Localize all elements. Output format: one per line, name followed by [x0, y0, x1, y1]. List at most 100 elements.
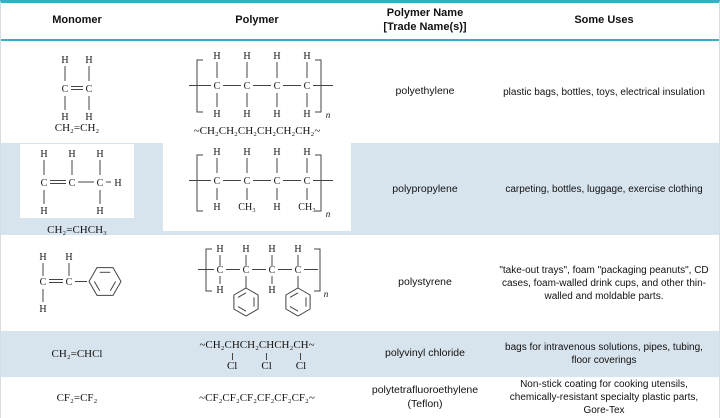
svg-text:C: C	[40, 277, 47, 288]
polymer-name: polystyrene	[398, 276, 452, 289]
svg-text:H: H	[273, 51, 280, 62]
svg-text:H: H	[96, 206, 103, 216]
repeat-subscript: n	[326, 209, 331, 219]
uses-text: plastic bags, bottles, toys, electrical …	[503, 86, 705, 98]
svg-text:H: H	[39, 304, 46, 315]
uses-text: bags for intravenous solutions, pipes, t…	[505, 342, 703, 366]
bond	[231, 353, 233, 360]
uses-text: Non-stick coating for cooking utensils, …	[509, 379, 699, 416]
svg-text:H: H	[273, 147, 280, 158]
monomer-formula: CF₂=CF₂	[56, 391, 98, 404]
col-header-polymer-name-line2: [Trade Name(s)]	[383, 21, 467, 33]
monomer-formula: CH₂=CH₂	[54, 121, 100, 134]
svg-text:C: C	[69, 178, 76, 189]
table-row-polytetrafluoroethylene: CF₂=CF₂ ~CF₂CF₂CF₂CF₂CF₂CF₂~ polytetrafl…	[1, 377, 719, 418]
svg-text:H: H	[216, 244, 223, 255]
monomer-formula: CH₂=CHCl	[51, 348, 103, 360]
svg-text:C: C	[66, 277, 73, 288]
polymer-name-line2: (Teflon)	[407, 397, 443, 410]
svg-text:H: H	[40, 206, 47, 216]
col-header-polymer-name: Polymer Name [Trade Name(s)]	[383, 7, 466, 35]
svg-text:H: H	[216, 285, 223, 296]
svg-text:H: H	[213, 147, 220, 158]
svg-text:H: H	[303, 147, 310, 158]
formula-segment: ~	[199, 339, 206, 352]
svg-text:H: H	[273, 202, 280, 213]
atom-label: H	[85, 112, 92, 121]
svg-text:H: H	[114, 178, 121, 189]
table-row-polypropylene: H H H C C C H H H CH₂=CHCH₃	[1, 143, 719, 236]
svg-text:C: C	[274, 81, 281, 92]
svg-text:H: H	[268, 244, 275, 255]
atom-label: H	[61, 55, 68, 66]
atom-label: Cl	[261, 360, 272, 372]
col-header-polymer-name-line1: Polymer Name	[386, 7, 464, 20]
formula-segment: ~	[308, 339, 315, 352]
svg-text:H: H	[268, 285, 275, 296]
svg-text:H: H	[68, 149, 75, 160]
monomer-formula: CH₂=CHCH₃	[47, 223, 107, 236]
svg-text:H: H	[303, 51, 310, 62]
ch-cl-unit: CH Cl	[293, 339, 308, 372]
svg-text:C: C	[243, 265, 250, 276]
polymer-formula: ~CF₂CF₂CF₂CF₂CF₂CF₂~	[199, 391, 315, 404]
svg-text:H: H	[213, 109, 220, 120]
svg-text:C: C	[97, 178, 104, 189]
table-header: Monomer Polymer Polymer Name [Trade Name…	[1, 3, 719, 41]
svg-text:H: H	[213, 51, 220, 62]
monomer-cell: H H C C H H CH₂=CH₂	[48, 51, 106, 134]
svg-text:H: H	[96, 149, 103, 160]
col-header-polymer: Polymer	[235, 14, 279, 27]
svg-text:C: C	[269, 265, 276, 276]
svg-text:C: C	[295, 265, 302, 276]
atom-label: Cl	[295, 360, 307, 372]
svg-text:C: C	[41, 178, 48, 189]
polymer-name: polytetrafluoroethylene (Teflon)	[372, 384, 478, 411]
propylene-structure: H H H C C C H H H	[40, 149, 121, 216]
styrene-structure: H H C C H	[39, 252, 122, 315]
polymer-name-line1: polytetrafluoroethylene	[371, 383, 479, 396]
polymer-cell: ~ CH₂ CH Cl CH₂ CH Cl CH₂ CH Cl	[199, 335, 314, 372]
svg-text:H: H	[40, 149, 47, 160]
structure-box: H H H C C C H H H	[20, 143, 134, 218]
atom-label: C	[86, 84, 93, 95]
atom-label: H	[85, 55, 92, 66]
svg-text:H: H	[242, 244, 249, 255]
formula-segment: CH	[224, 339, 240, 352]
svg-text:C: C	[244, 176, 251, 187]
svg-text:C: C	[217, 265, 224, 276]
repeat-subscript: n	[324, 289, 329, 299]
formula-segment: CH	[258, 339, 275, 352]
svg-text:C: C	[214, 176, 221, 187]
svg-text:C: C	[304, 176, 311, 187]
bond	[300, 353, 302, 360]
polymer-name: polyethylene	[395, 85, 455, 98]
pvc-structure: ~ CH₂ CH Cl CH₂ CH Cl CH₂ CH Cl	[199, 339, 314, 372]
ch-cl-unit: CH Cl	[225, 339, 240, 372]
formula-segment: CH₂	[274, 339, 294, 352]
uses-text: "take-out trays", foam "packaging peanut…	[499, 264, 709, 302]
svg-text:H: H	[39, 252, 46, 263]
svg-text:H: H	[243, 109, 250, 120]
atom-label: H	[61, 112, 68, 121]
polymer-formula: ~CH₂CH₂CH₂CH₂CH₂CH₂~	[193, 124, 321, 137]
col-header-uses: Some Uses	[574, 14, 634, 27]
svg-text:C: C	[274, 176, 281, 187]
svg-text:H: H	[65, 252, 72, 263]
svg-text:H: H	[243, 51, 250, 62]
polymer-name: polypropylene	[392, 182, 458, 195]
svg-text:H: H	[303, 109, 310, 120]
ch-cl-unit: CH Cl	[259, 339, 274, 372]
atom-label: C	[62, 84, 69, 95]
svg-text:H: H	[213, 202, 220, 213]
svg-text:C: C	[214, 81, 221, 92]
col-header-monomer: Monomer	[52, 14, 102, 27]
ethylene-structure: H H C C H H	[61, 55, 93, 121]
polymer-name: polyvinyl chloride	[385, 347, 465, 360]
